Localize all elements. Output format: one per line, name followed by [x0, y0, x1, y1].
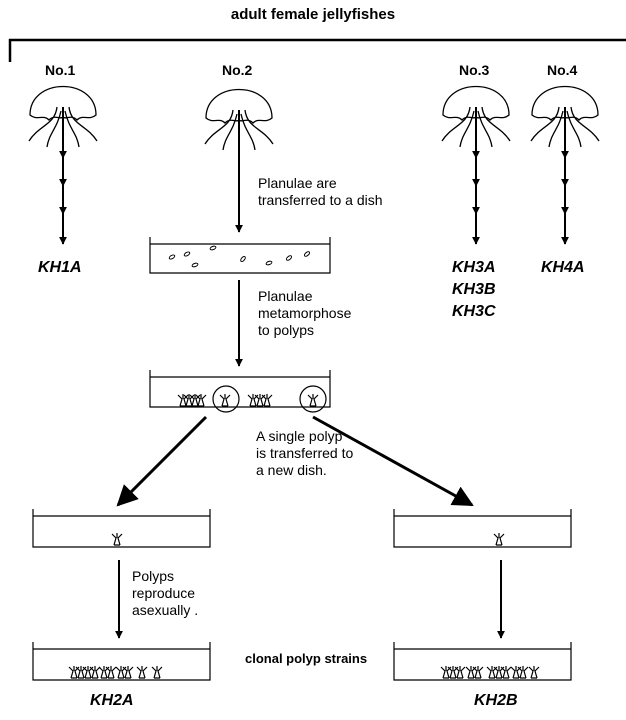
step-line: Planulae are: [258, 175, 337, 191]
planulae-dish: [149, 237, 331, 274]
step-transfer-planulae: Planulae are transferred to a dish: [258, 175, 383, 209]
left-clonal-polyps: [68, 665, 163, 679]
polyp-cluster: [177, 393, 319, 407]
jellyfish-label-no1: No.1: [45, 62, 76, 78]
selected-polyp-circle-left: [212, 385, 240, 413]
step-reproduce: Polyps reproduce asexually .: [132, 568, 198, 619]
step-line: transferred to a dish: [258, 192, 383, 208]
step-line: Planulae: [258, 288, 313, 304]
right-new-dish: [393, 509, 572, 548]
right-single-polyp: [493, 532, 505, 546]
strain-no3-group: KH3A KH3B KH3C: [452, 257, 496, 323]
strain-kh3c: KH3C: [452, 303, 496, 320]
strain-kh2b: KH2B: [474, 692, 518, 709]
left-single-polyp: [111, 532, 123, 546]
arrow-to-right-new-dish: [312, 415, 474, 507]
step-line: Polyps: [132, 568, 175, 584]
jellyfish-label-no3: No.3: [459, 62, 490, 78]
step-line: metamorphose: [258, 305, 352, 321]
step-line: A single polyp: [256, 428, 343, 444]
strain-kh3b: KH3B: [452, 281, 496, 298]
selected-polyp-circle-right: [299, 385, 327, 413]
strain-kh4a: KH4A: [541, 259, 585, 276]
right-clonal-polyps: [440, 665, 540, 679]
strain-kh2a: KH2A: [90, 692, 134, 709]
right-clonal-dish: [393, 642, 572, 681]
strain-kh3a: KH3A: [452, 259, 496, 276]
left-new-dish: [32, 509, 211, 548]
step-line: a new dish.: [256, 462, 327, 478]
jellyfish-label-no2: No.2: [222, 62, 253, 78]
step-metamorphose: Planulae metamorphose to polyps: [258, 288, 351, 339]
planulae-dots: [168, 245, 311, 268]
strain-kh1a: KH1A: [38, 259, 82, 276]
clonal-polyp-strains-caption: clonal polyp strains: [245, 651, 368, 666]
jellyfish-label-no4: No.4: [547, 62, 578, 78]
polyp-dish: [149, 370, 331, 408]
arrow-to-left-new-dish: [116, 415, 208, 507]
step-line: to polyps: [258, 322, 315, 338]
step-line: is transferred to: [256, 445, 354, 461]
step-line: asexually .: [132, 602, 199, 618]
step-line: reproduce: [132, 585, 196, 601]
step-single-polyp: A single polyp is transferred to a new d…: [256, 428, 353, 479]
diagram-title: adult female jellyfishes: [230, 6, 396, 23]
left-clonal-dish: [32, 642, 211, 681]
